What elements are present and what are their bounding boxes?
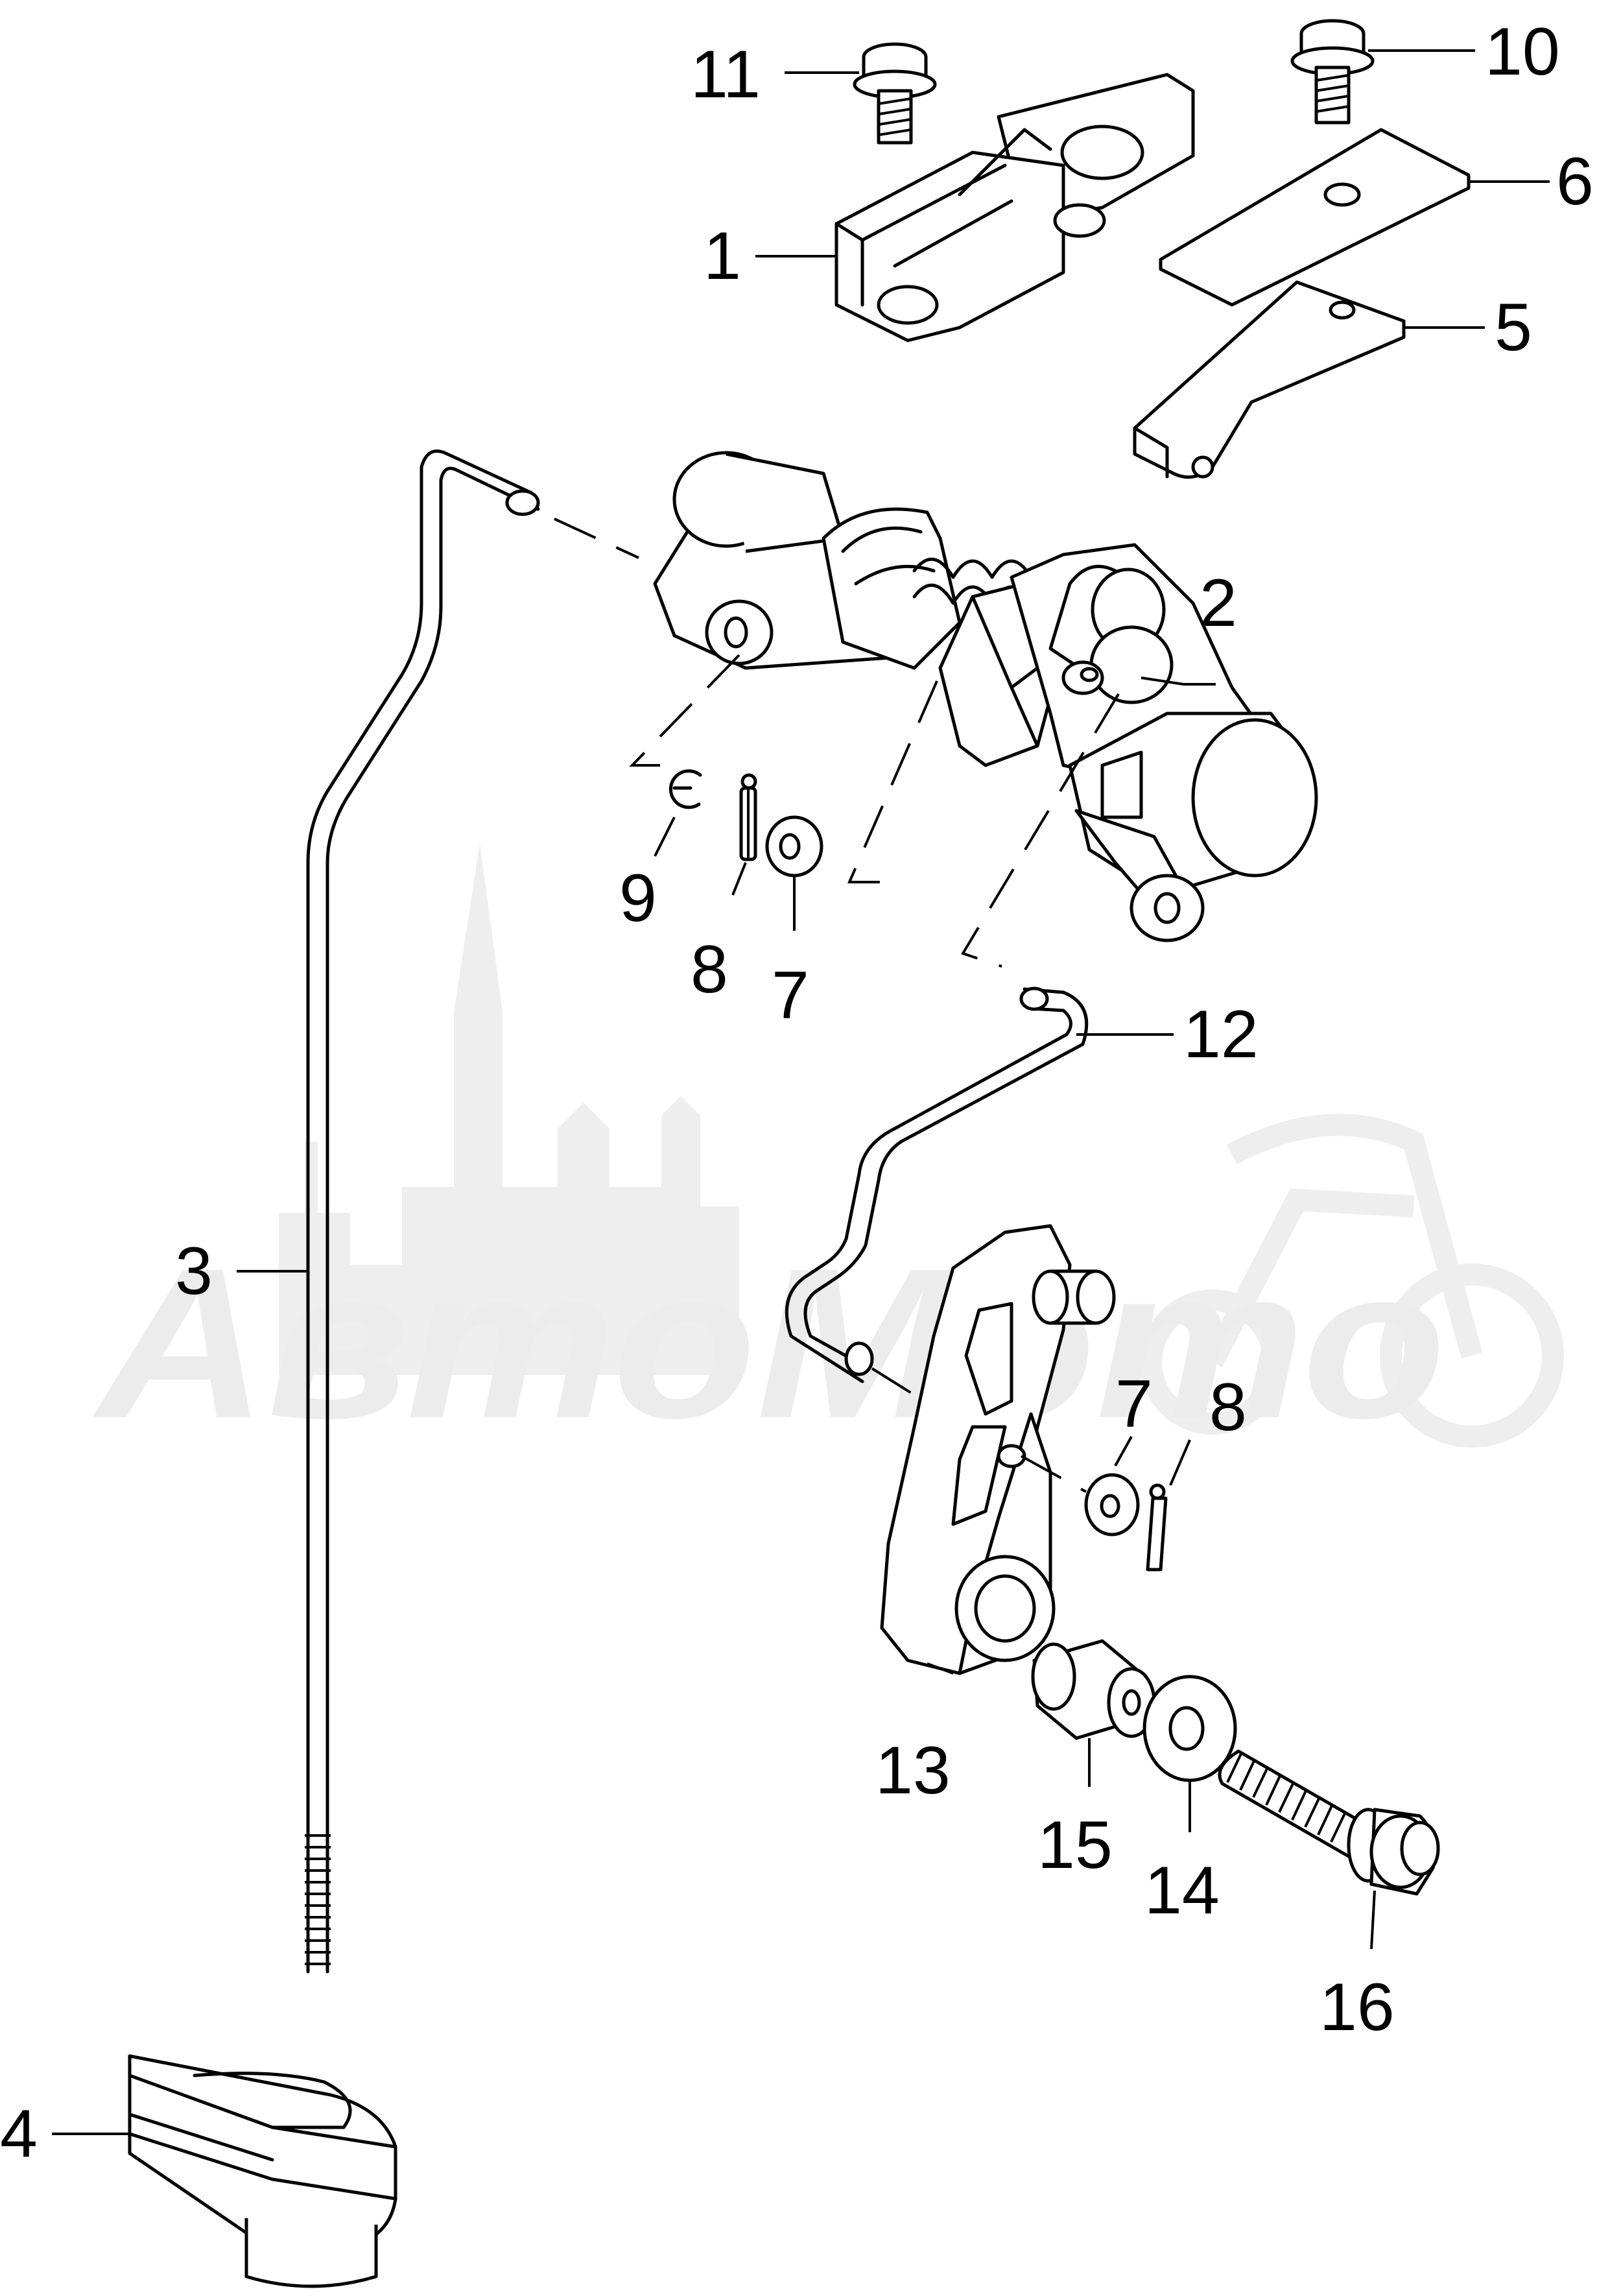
part-15-bushing: [1031, 1639, 1156, 1740]
part-2-actuator-assembly: [653, 451, 1318, 942]
callout-4: 4: [0, 2096, 38, 2171]
callout-13: 13: [875, 1733, 951, 1808]
callout-16: 16: [1319, 1970, 1395, 2045]
callout-8-upper: 8: [691, 932, 728, 1007]
part-10-bolt: [1290, 19, 1375, 125]
dash-link-to-actuator: [961, 693, 1120, 968]
callout-1: 1: [704, 219, 741, 294]
part-1-bracket: [834, 73, 1195, 342]
dash-solenoid-to-washer: [847, 680, 938, 883]
callout-7-upper: 7: [772, 958, 809, 1033]
dash-rod-to-actuator: [554, 518, 639, 559]
callout-5: 5: [1495, 290, 1532, 365]
callout-3: 3: [175, 1234, 213, 1309]
assembly-lines: [554, 518, 1120, 1493]
callout-14: 14: [1144, 1853, 1220, 1928]
dash-actuator-to-clip: [629, 654, 740, 767]
callout-9: 9: [619, 861, 657, 936]
bolt-16-threads: [1226, 1752, 1347, 1843]
part-5-lever-plate: [1133, 280, 1406, 479]
leader-lines: [52, 49, 1550, 2135]
part-12-link-rod: [785, 987, 1089, 1383]
watermark-motorcycle: [1140, 1114, 1564, 1448]
callout-numbers: 11 10 1 6 5 2 9 8 7 12 3 4 7 8 13 15 14 …: [0, 14, 1594, 2171]
part-11-bolt: [853, 42, 937, 145]
callout-8-lower: 8: [1209, 1370, 1247, 1445]
part-7-washer-upper: [765, 815, 823, 878]
rod-threads: [305, 1834, 331, 1965]
callout-11: 11: [691, 37, 761, 112]
part-6-plate: [1159, 128, 1471, 307]
callout-2: 2: [1200, 566, 1237, 641]
part-14-washer: [1142, 1675, 1237, 1782]
part-13-lever-arm: [880, 1224, 1116, 1675]
part-16-bolt: [1218, 1749, 1440, 1896]
dash-link-to-lever: [871, 1367, 925, 1402]
part-4-clip-nut: [128, 2054, 397, 2288]
part-8-cotter-pin-lower: [1146, 1483, 1168, 1572]
callout-10: 10: [1485, 14, 1560, 90]
callout-15: 15: [1037, 1808, 1113, 1883]
callout-12: 12: [1183, 997, 1259, 1072]
part-8-cotter-pin-upper: [739, 773, 757, 861]
part-3-rod: [305, 449, 540, 1974]
callout-7-lower: 7: [1115, 1367, 1153, 1442]
part-9-e-clip: [669, 769, 702, 809]
part-7-washer-lower: [1084, 1473, 1140, 1537]
watermark: АвтоМото: [90, 843, 1564, 1463]
watermark-skyline: [279, 843, 739, 1375]
watermark-text: АвтоМото: [90, 1223, 1446, 1463]
dash-lever-to-washer: [1021, 1455, 1087, 1493]
callout-6: 6: [1556, 144, 1594, 219]
